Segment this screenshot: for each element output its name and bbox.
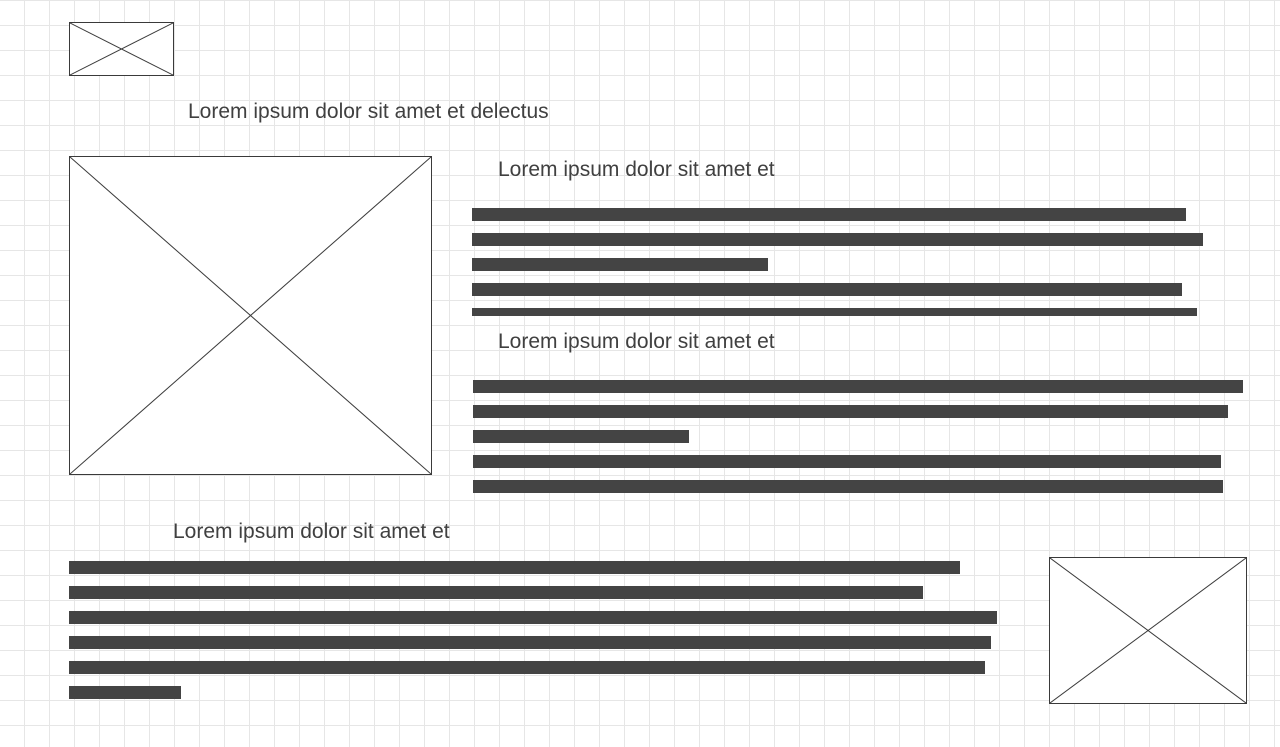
text-line-placeholder (472, 233, 1203, 246)
text-line-placeholder (473, 405, 1228, 418)
image-placeholder-icon (70, 23, 173, 75)
secondary-image-placeholder (1049, 557, 1247, 704)
section-1-heading: Lorem ipsum dolor sit amet et (498, 158, 775, 181)
text-line-placeholder (472, 283, 1182, 296)
text-line-placeholder (473, 380, 1243, 393)
text-line-placeholder (473, 480, 1223, 493)
text-line-placeholder (473, 430, 689, 443)
text-line-placeholder (69, 561, 960, 574)
text-line-placeholder (472, 308, 1197, 316)
section-2-heading: Lorem ipsum dolor sit amet et (498, 330, 775, 353)
image-placeholder-icon (70, 157, 431, 474)
text-line-placeholder (69, 611, 997, 624)
text-line-placeholder (69, 686, 181, 699)
text-line-placeholder (473, 455, 1221, 468)
text-line-placeholder (472, 258, 768, 271)
image-placeholder-icon (1050, 558, 1246, 703)
text-line-placeholder (69, 661, 985, 674)
section-3-heading: Lorem ipsum dolor sit amet et (173, 520, 450, 543)
logo-image-placeholder (69, 22, 174, 76)
text-line-placeholder (69, 586, 923, 599)
page-title: Lorem ipsum dolor sit amet et delectus (188, 100, 549, 123)
text-line-placeholder (69, 636, 991, 649)
text-line-placeholder (472, 208, 1186, 221)
main-image-placeholder (69, 156, 432, 475)
